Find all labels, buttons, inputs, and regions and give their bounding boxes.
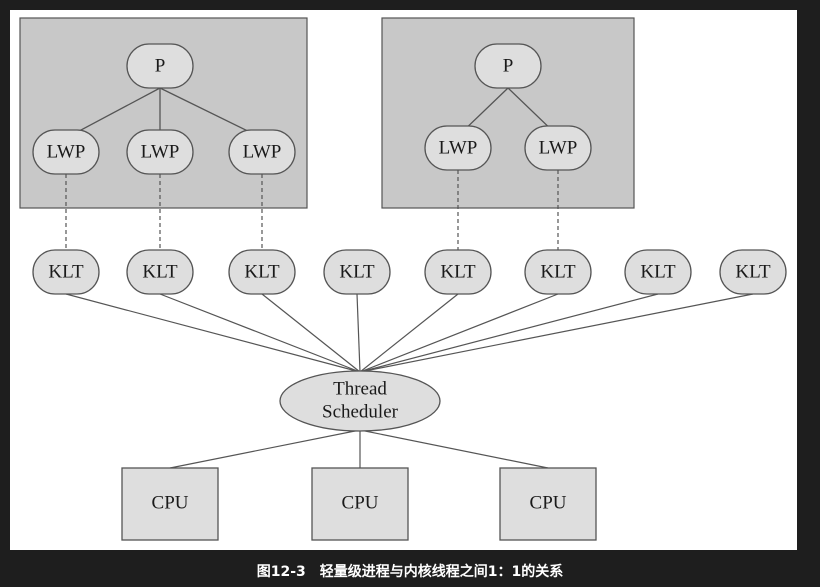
klt-node-5: KLT — [424, 249, 492, 295]
klt-label: KLT — [142, 262, 178, 283]
klt-node-3: KLT — [228, 249, 296, 295]
process-node-2: P — [474, 43, 542, 89]
scheduler-cpu3-line — [359, 429, 549, 469]
cpu-label: CPU — [152, 493, 189, 514]
p1-lwp3-line — [159, 87, 263, 139]
lwp-node-1: LWP — [32, 129, 100, 175]
process-label: P — [155, 56, 166, 77]
lwp-node-3: LWP — [228, 129, 296, 175]
klt-node-6: KLT — [524, 249, 592, 295]
lwp-node-2: LWP — [126, 129, 194, 175]
thread-scheduler-node: Thread Scheduler — [279, 370, 441, 432]
lwp-node-5: LWP — [524, 125, 592, 171]
klt-node-2: KLT — [126, 249, 194, 295]
lwp-label: LWP — [243, 142, 282, 163]
p1-lwp1-line — [65, 87, 161, 139]
figure-caption: 图12-3 轻量级进程与内核线程之间1：1的关系 — [257, 563, 564, 580]
klt-label: KLT — [640, 262, 676, 283]
scheduler-cpu1-line — [169, 429, 361, 469]
lwp-label: LWP — [539, 138, 578, 159]
klt-node-8: KLT — [719, 249, 787, 295]
process-label: P — [503, 56, 514, 77]
cpu-label: CPU — [530, 493, 567, 514]
klt-node-1: KLT — [32, 249, 100, 295]
klt2-scheduler-line — [159, 293, 361, 373]
klt-label: KLT — [339, 262, 375, 283]
klt-label: KLT — [440, 262, 476, 283]
scheduler-label-line1: Thread — [333, 379, 387, 400]
scheduler-label-line2: Scheduler — [322, 402, 399, 423]
cpu-node-1: CPU — [121, 467, 219, 541]
klt4-scheduler-line — [356, 293, 361, 373]
klt-node-7: KLT — [624, 249, 692, 295]
lwp-node-4: LWP — [424, 125, 492, 171]
klt-label: KLT — [540, 262, 576, 283]
scheduler-cpu-connectors — [169, 429, 549, 469]
klt8-scheduler-line — [359, 293, 754, 373]
cpu-node-2: CPU — [311, 467, 409, 541]
process-node-1: P — [126, 43, 194, 89]
klt3-scheduler-line — [261, 293, 361, 373]
lwp-label: LWP — [47, 142, 86, 163]
klt-label: KLT — [244, 262, 280, 283]
klt1-scheduler-line — [65, 293, 361, 373]
klt-scheduler-connectors — [65, 293, 754, 373]
cpu-label: CPU — [342, 493, 379, 514]
lwp-label: LWP — [141, 142, 180, 163]
klt-label: KLT — [48, 262, 84, 283]
klt5-scheduler-line — [359, 293, 459, 373]
klt-label: KLT — [735, 262, 771, 283]
klt7-scheduler-line — [359, 293, 659, 373]
klt-node-4: KLT — [323, 249, 391, 295]
cpu-node-3: CPU — [499, 467, 597, 541]
lwp-label: LWP — [439, 138, 478, 159]
klt6-scheduler-line — [359, 293, 559, 373]
lwp-klt-connectors — [65, 170, 559, 250]
